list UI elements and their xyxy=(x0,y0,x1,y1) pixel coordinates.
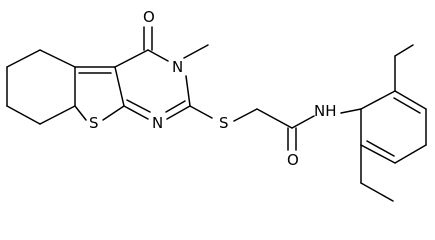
bond xyxy=(6,49,41,68)
atom-label-nitrogen: N xyxy=(172,58,183,76)
atom-label-amide-nh: NH xyxy=(314,102,337,120)
bond xyxy=(6,105,41,125)
bond xyxy=(123,105,149,120)
bond xyxy=(360,90,396,110)
cyclohexane-ring xyxy=(6,49,76,125)
bond xyxy=(102,105,125,121)
methyl-bond xyxy=(183,44,209,59)
bond xyxy=(360,144,396,164)
structure-canvas: O N S N S O NH xyxy=(6,8,427,202)
bond xyxy=(233,108,258,122)
bond xyxy=(189,105,213,119)
bond xyxy=(360,182,394,202)
ethyl-groups xyxy=(360,44,414,202)
bond xyxy=(39,49,76,68)
bond xyxy=(126,99,151,113)
bond xyxy=(340,108,362,114)
bond xyxy=(114,49,149,68)
pyrimidinone-ring xyxy=(114,49,191,120)
side-chain xyxy=(189,105,362,151)
bond xyxy=(114,66,125,107)
bond xyxy=(166,105,191,120)
bond xyxy=(393,97,421,114)
bond xyxy=(394,90,427,110)
atom-label-oxygen: O xyxy=(287,151,299,169)
bond xyxy=(366,140,395,157)
bond xyxy=(165,100,186,113)
bond xyxy=(147,49,169,62)
atom-label-nitrogen: N xyxy=(152,114,163,132)
molecule-diagram: O N S N S O NH xyxy=(6,8,427,202)
benzene-ring xyxy=(360,90,427,164)
bond xyxy=(74,105,87,121)
bond xyxy=(394,144,427,164)
bond xyxy=(394,44,414,57)
bond xyxy=(256,108,293,129)
atom-label-sulfur: S xyxy=(89,114,99,132)
atom-label-sulfur: S xyxy=(219,114,229,132)
thiophene-ring xyxy=(74,66,125,121)
bond xyxy=(291,115,315,129)
bond xyxy=(185,75,191,107)
atom-label-oxygen: O xyxy=(143,8,155,26)
bond xyxy=(39,105,76,125)
